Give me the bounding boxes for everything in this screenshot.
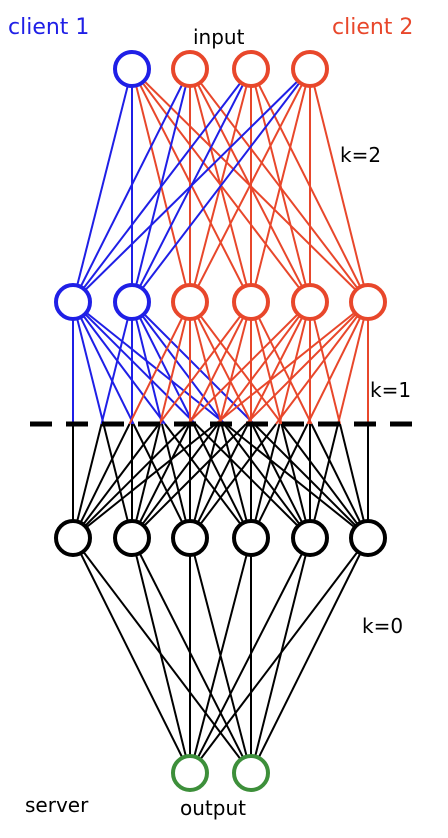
edge-split-to-server [189, 423, 221, 539]
edge-client-to-split-client2 [250, 301, 283, 425]
edge-client-to-split-client2 [214, 301, 369, 425]
k2-label: k=2 [340, 143, 381, 167]
client-hidden-node-6 [349, 283, 387, 321]
edge-client-to-split-client2 [306, 301, 369, 425]
edge-split-to-server [309, 423, 339, 539]
edge-server-to-output [189, 537, 252, 774]
edge-split-to-server [131, 423, 191, 539]
edge-split-to-server [131, 423, 161, 539]
input-node-3 [232, 50, 270, 88]
edge-server-to-output [250, 537, 311, 774]
edge-input-to-hidden-client2 [309, 68, 369, 303]
edge-client-to-split-client1 [72, 301, 105, 425]
edge-client-to-split-client2 [159, 301, 191, 425]
edge-input-to-hidden-client1 [72, 68, 191, 303]
edge-server-to-output [250, 537, 369, 774]
edge-split-to-server [251, 423, 311, 539]
server-hidden-node-3 [171, 519, 209, 557]
edge-client-to-split-client2 [337, 301, 369, 425]
edge-client-to-split-client2 [158, 301, 252, 425]
edge-client-to-split-client2 [278, 301, 311, 425]
client2-label: client 2 [332, 15, 413, 40]
client-hidden-node-2 [113, 283, 151, 321]
edge-client-to-split-client2 [128, 301, 191, 425]
edge-server-to-output [189, 537, 311, 774]
edge-client-to-split-client2 [217, 301, 311, 425]
input-label: input [193, 25, 245, 49]
edge-server-to-output [131, 537, 252, 774]
server-hidden-node-4 [232, 519, 270, 557]
client1-label: client 1 [8, 15, 89, 40]
server-hidden-node-1 [54, 519, 92, 557]
edge-client-to-split-client1 [72, 301, 135, 425]
edge-input-to-hidden-client2 [250, 68, 311, 303]
edge-client-to-split-client1 [131, 301, 195, 425]
edge-split-to-server [72, 423, 217, 539]
network-nodes [54, 50, 387, 792]
input-node-2 [171, 50, 209, 88]
edge-server-to-output [131, 537, 191, 774]
edge-input-to-hidden-client1 [72, 68, 311, 303]
edge-split-to-server [131, 423, 219, 539]
edge-split-to-server [72, 423, 131, 539]
output-node-2 [232, 754, 270, 792]
server-hidden-node-5 [291, 519, 329, 557]
edge-client-to-split-client2 [188, 301, 252, 425]
client-hidden-node-1 [54, 283, 92, 321]
edge-client-to-split-client2 [275, 301, 369, 425]
server-hidden-node-2 [113, 519, 151, 557]
edge-client-to-split-client2 [245, 301, 369, 425]
edge-input-to-hidden-client1 [72, 68, 252, 303]
server-label: server [25, 793, 89, 817]
edge-split-to-server [250, 423, 281, 539]
edge-input-to-hidden-client1 [72, 68, 133, 303]
edge-split-to-server [189, 423, 249, 539]
edge-client-to-split-client2 [186, 301, 311, 425]
edge-input-to-hidden-client1 [131, 68, 311, 303]
k0-label: k=0 [362, 614, 403, 638]
input-node-4 [291, 50, 329, 88]
edge-client-to-split-client1 [131, 301, 163, 425]
edge-split-to-server [102, 423, 133, 539]
edge-split-to-server [72, 423, 189, 539]
edge-client-to-split-client2 [309, 301, 341, 425]
edge-server-to-output [72, 537, 191, 774]
server-hidden-node-6 [349, 519, 387, 557]
edge-server-to-output [189, 537, 369, 774]
edge-split-to-server [250, 423, 309, 539]
output-label: output [180, 796, 246, 820]
edge-split-to-server [310, 423, 369, 539]
input-node-1 [113, 50, 151, 88]
edge-input-to-hidden-client2 [189, 68, 311, 303]
edge-split-to-server [131, 423, 247, 539]
edge-client-to-split-client1 [72, 301, 166, 425]
edge-client-to-split-client2 [247, 301, 311, 425]
edge-client-to-split-client1 [100, 301, 133, 425]
client-hidden-node-4 [232, 283, 270, 321]
edge-split-to-server [189, 423, 277, 539]
output-node-1 [171, 754, 209, 792]
client-hidden-node-3 [171, 283, 209, 321]
edge-split-to-server [339, 423, 369, 539]
edge-input-to-hidden-client2 [189, 68, 369, 303]
edge-split-to-server [72, 423, 160, 539]
edge-split-to-server [72, 423, 103, 539]
edge-split-to-server [280, 423, 311, 539]
network-edges [72, 68, 369, 774]
edge-client-to-split-client2 [218, 301, 252, 425]
k1-label: k=1 [370, 378, 411, 402]
client-hidden-node-5 [291, 283, 329, 321]
edge-client-to-split-client2 [250, 301, 313, 425]
